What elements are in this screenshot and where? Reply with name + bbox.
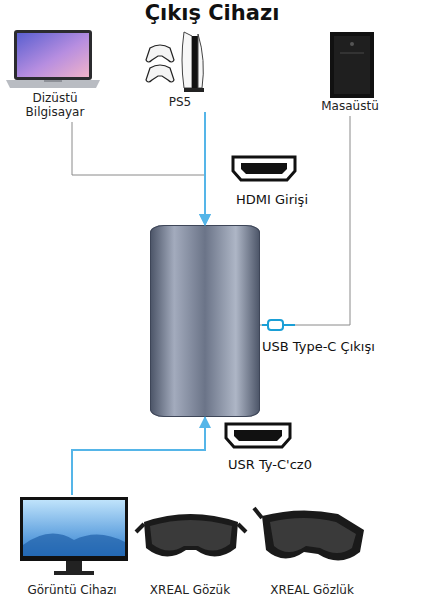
connector-group <box>72 112 350 495</box>
desktop-illustration <box>330 32 374 98</box>
xreal-glasses-illustration <box>254 508 364 561</box>
ps5-illustration <box>146 32 204 92</box>
glasses-node: XREAL Gözlük <box>250 500 374 600</box>
ps5-node: PS5 <box>140 28 220 112</box>
hdmi-output-icon <box>226 424 290 447</box>
usb-c-plug-icon <box>262 320 295 330</box>
device-caption: PS5 <box>140 95 220 109</box>
xreal-glasses-illustration <box>136 514 246 557</box>
port-label: USB Type-C Çıkışı <box>262 339 412 355</box>
laptop-illustration <box>6 30 100 88</box>
port-label: USR Ty-C'cz0 <box>228 457 368 473</box>
monitor-illustration <box>20 497 128 575</box>
adapter-node: HDMI GirişiUSB Type-C ÇıkışıUSR Ty-C'cz0 <box>150 225 260 417</box>
monitor-node: Görüntü Cihazı <box>10 495 134 600</box>
laptop-node: Dizüstü Bilgisayar <box>5 26 105 122</box>
device-caption: XREAL Gözlük <box>250 583 374 597</box>
diagram-title: Çıkış Cihazı <box>0 1 424 25</box>
connector-line <box>204 112 206 225</box>
desktop-node: Masaüstü <box>305 28 395 116</box>
device-caption: XREAL Gözük <box>135 583 245 597</box>
connector-line <box>72 417 205 495</box>
port-label: HDMI Girişi <box>236 192 366 208</box>
device-caption: Dizüstü Bilgisayar <box>5 91 105 119</box>
device-caption: Masaüstü <box>305 99 395 113</box>
hdmi-input-icon <box>233 157 295 180</box>
connector-line <box>260 116 350 325</box>
device-caption: Görüntü Cihazı <box>10 583 134 597</box>
connector-line <box>72 122 205 225</box>
glasses-node: XREAL Gözük <box>135 500 245 600</box>
